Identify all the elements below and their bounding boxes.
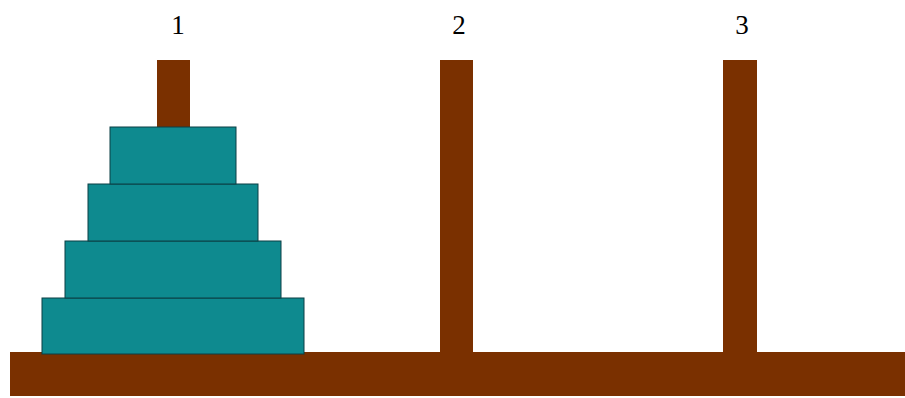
base-board	[10, 352, 905, 396]
peg-number: 3	[735, 12, 749, 39]
disk-stack	[42, 127, 304, 354]
peg	[440, 60, 473, 354]
peg	[723, 60, 757, 354]
peg-stand	[10, 60, 905, 396]
disk	[65, 241, 281, 298]
disk	[110, 127, 236, 184]
disk	[88, 184, 258, 241]
peg-number: 2	[452, 12, 466, 39]
disk	[42, 298, 304, 354]
peg-number: 1	[171, 12, 185, 39]
